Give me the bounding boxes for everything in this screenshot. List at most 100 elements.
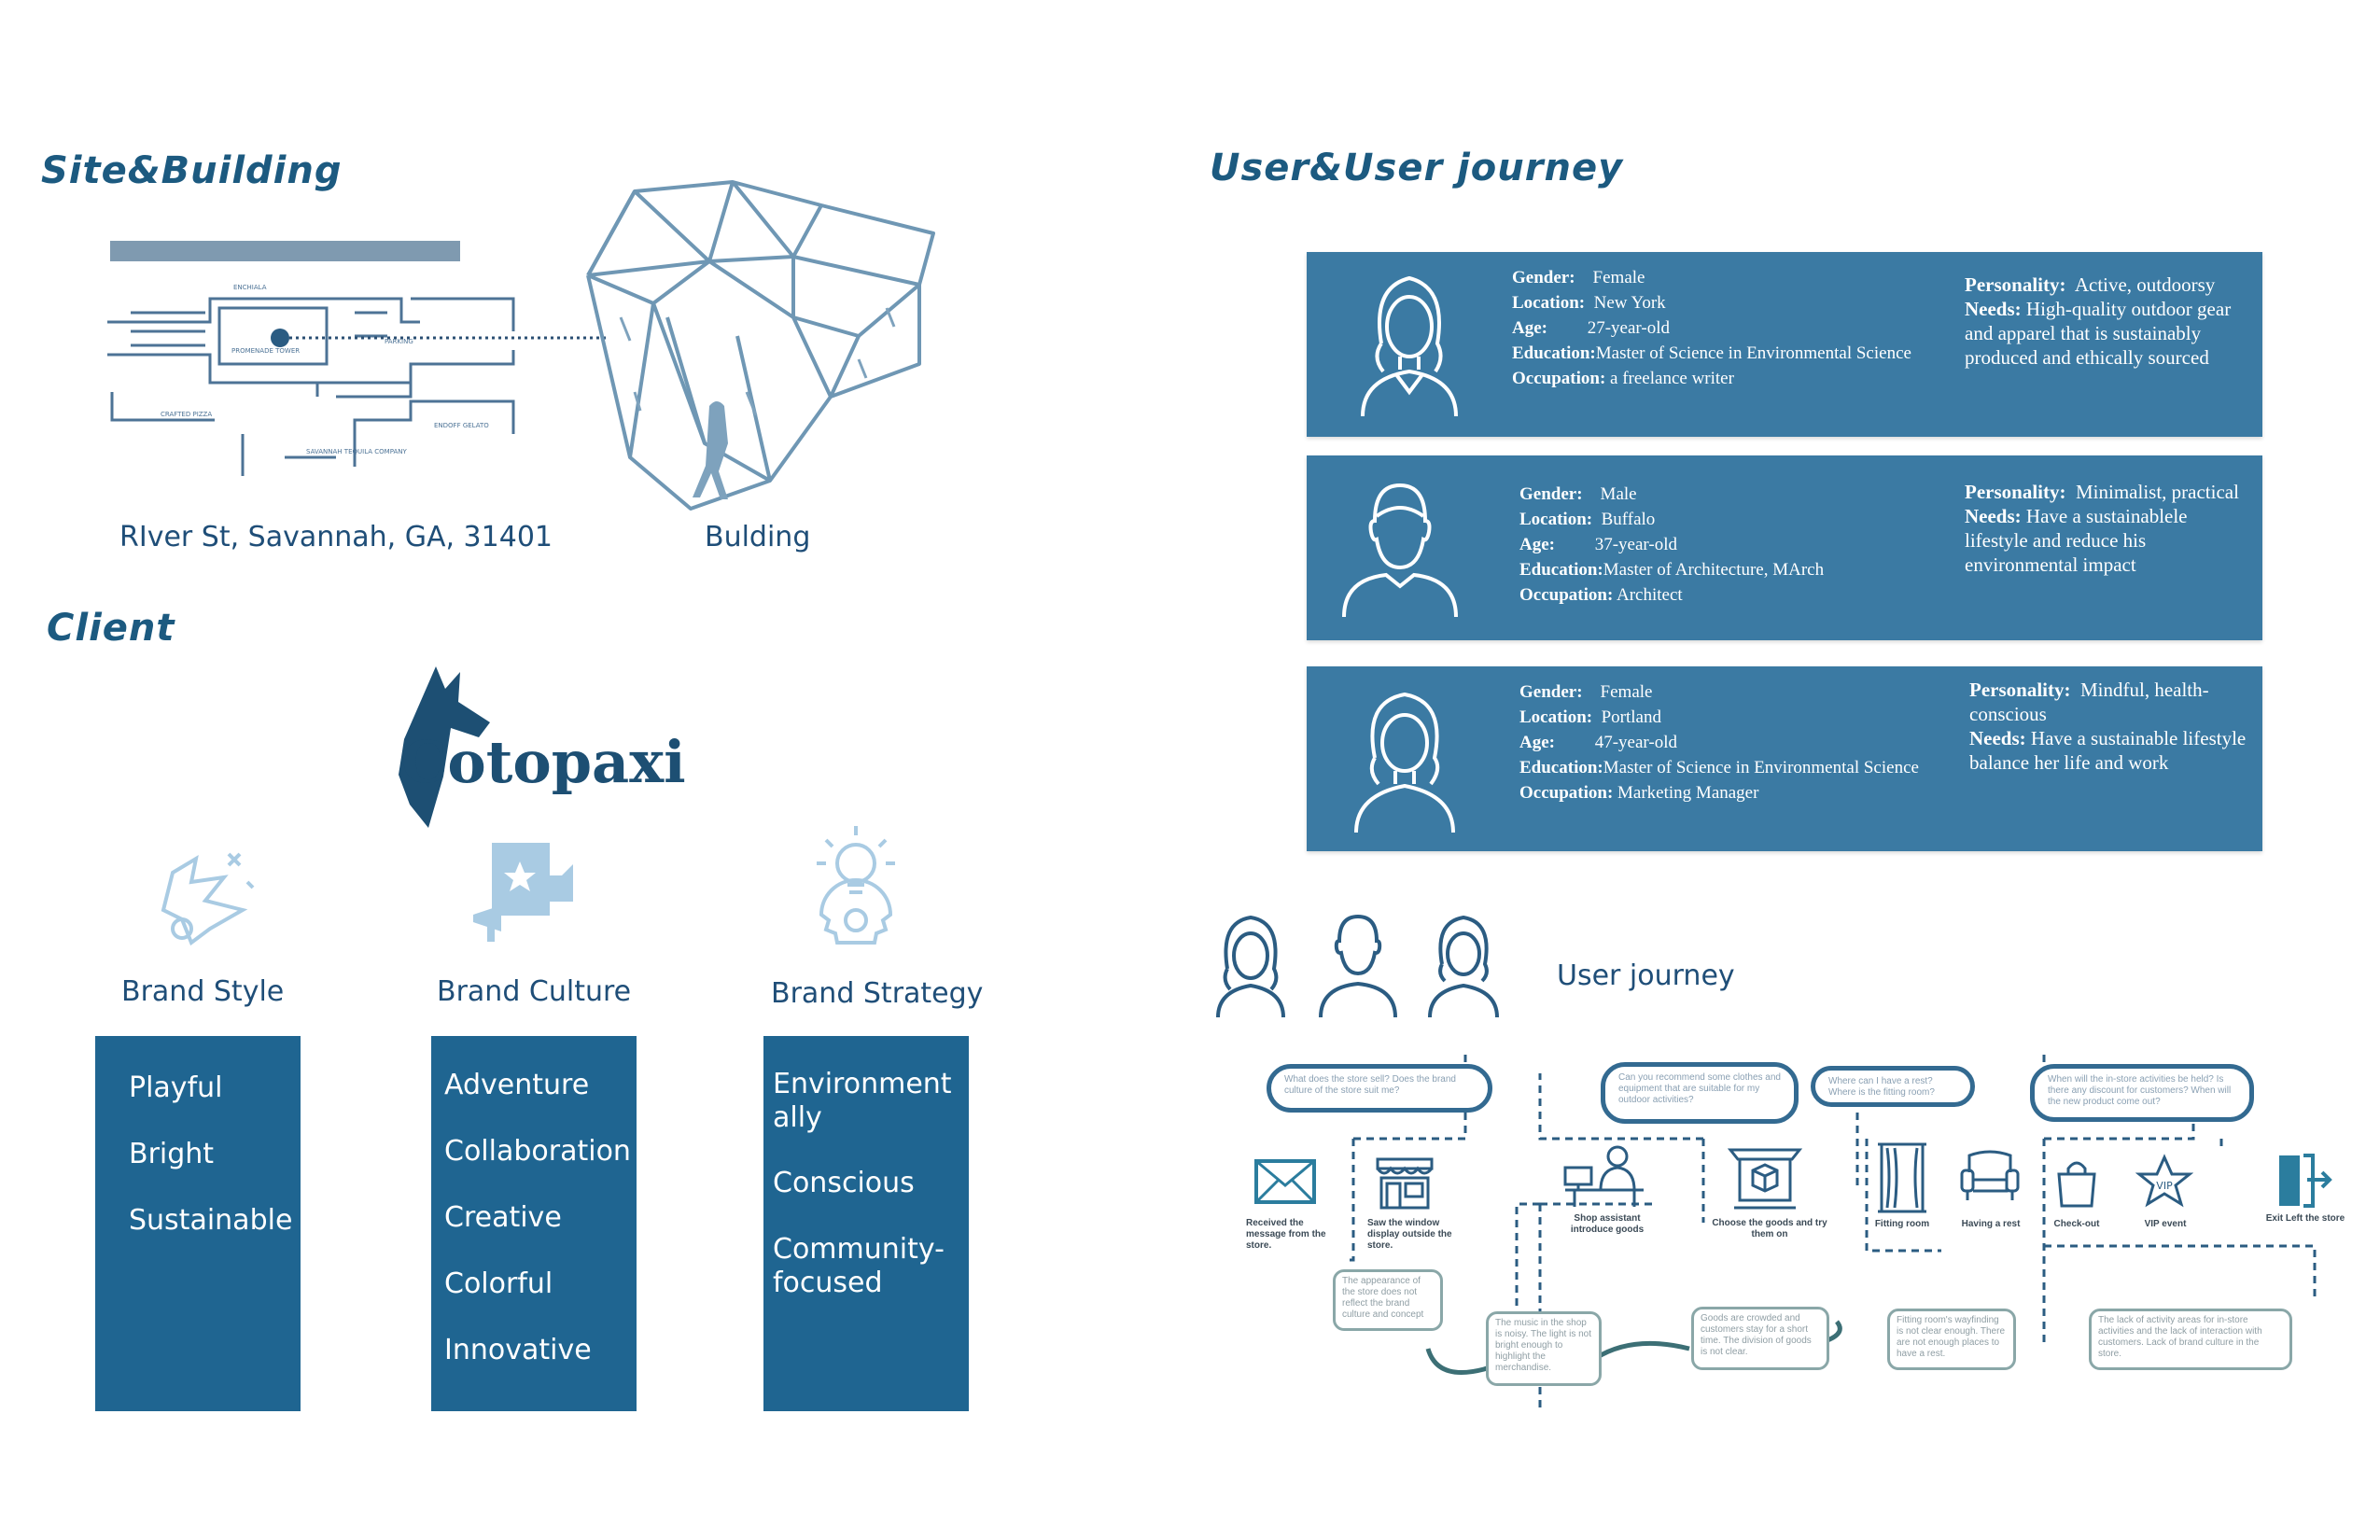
persona-needs: Personality: Mindful, health-conscious N… (1969, 678, 2259, 775)
gender-value: Male (1600, 484, 1637, 504)
map-label: PROMENADE TOWER (231, 347, 300, 355)
gender-value: Female (1600, 682, 1653, 702)
map-label: SAVANNAH TEQUILA COMPANY (306, 448, 407, 455)
llama-logo-icon (399, 666, 490, 828)
armchair-icon (1960, 1150, 2020, 1200)
occupation-label: Occupation: (1519, 783, 1614, 803)
education-label: Education: (1519, 560, 1603, 580)
brand-strategy-label: Brand Strategy (771, 977, 984, 1010)
site-building-title: Site&Building (41, 149, 343, 192)
brand-culture-item: Innovative (444, 1334, 592, 1366)
education-value: Master of Architecture, MArch (1603, 560, 1825, 580)
brand-culture-item: Colorful (444, 1267, 553, 1300)
personality-label: Personality: (1969, 679, 2071, 701)
brand-culture-panel: Adventure Collaboration Creative Colorfu… (431, 1036, 637, 1411)
age-label: Age: (1519, 535, 1555, 554)
brand-style-panel: Playful Bright Sustainable (95, 1036, 301, 1411)
female-avatar-icon (1354, 692, 1455, 833)
female-avatar-icon (1216, 915, 1285, 1018)
step-label: Fitting room (1874, 1219, 1930, 1229)
brand-style-label: Brand Style (121, 975, 285, 1008)
needs-value: Have a sustainablele lifestyle and reduc… (1965, 505, 2188, 576)
brand-strategy-item: Environment ally (773, 1068, 952, 1134)
gender-label: Gender: (1519, 682, 1583, 702)
female-avatar-icon (1428, 915, 1499, 1018)
needs-label: Needs: (1969, 727, 2026, 749)
envelope-icon (1254, 1159, 1316, 1204)
occupation-label: Occupation: (1519, 585, 1614, 605)
user-journey-title: User&User journey (1210, 147, 1624, 189)
client-logo-text: Cotopaxi (401, 728, 686, 796)
age-label: Age: (1512, 318, 1547, 338)
brand-thumbs-icon (473, 843, 573, 942)
map-label: ENDOFF GELATO (434, 422, 489, 429)
personality-value: Minimalist, practical (2075, 481, 2239, 503)
brand-culture-item: Creative (444, 1201, 562, 1234)
persona-details: Gender: Male Location: Buffalo Age: 37-y… (1519, 482, 1958, 608)
location-label: Location: (1519, 510, 1593, 529)
pain-point-note: The music in the shop is noisy. The ligh… (1486, 1311, 1602, 1386)
brand-style-item: Bright (129, 1138, 215, 1170)
brand-strategy-item: Conscious (773, 1167, 915, 1199)
location-value: Portland (1601, 707, 1661, 727)
step-label: Shop assistant introduce goods (1570, 1213, 1645, 1235)
map-label: ENCHIALA (233, 284, 267, 291)
question-bubble: Can you recommend some clothes and equip… (1601, 1062, 1799, 1124)
personality-value: Active, outdoorsy (2074, 273, 2216, 296)
step-label: Exit Left the store (2265, 1213, 2345, 1224)
needs-label: Needs: (1965, 298, 2022, 320)
brand-culture-item: Collaboration (444, 1135, 631, 1168)
fitting-room-icon (1878, 1142, 1926, 1213)
site-address: RIver St, Savannah, GA, 31401 (119, 521, 553, 553)
question-bubble: Where can I have a rest? Where is the fi… (1811, 1066, 1975, 1107)
age-value: 27-year-old (1587, 318, 1670, 338)
client-title: Client (47, 607, 175, 650)
pavilion-sketch-icon (586, 180, 935, 511)
question-bubble: What does the store sell? Does the brand… (1267, 1064, 1492, 1113)
pain-point-note: Fitting room's wayfinding is not clear e… (1887, 1309, 2016, 1370)
personality-label: Personality: (1965, 273, 2066, 296)
question-bubble: When will the in-store activities be hel… (2030, 1064, 2254, 1122)
pain-point-note: The lack of activity areas for in-store … (2089, 1309, 2292, 1370)
persona-details: Gender: Female Location: Portland Age: 4… (1519, 679, 1958, 805)
brand-style-item: Playful (129, 1071, 223, 1104)
education-value: Master of Science in Environmental Scien… (1595, 343, 1911, 363)
map-label: PARKING (385, 338, 413, 345)
location-value: New York (1593, 293, 1666, 313)
brand-style-item: Sustainable (129, 1204, 293, 1237)
education-label: Education: (1519, 758, 1603, 777)
brand-strategy-item: Community-focused (773, 1233, 945, 1299)
step-label: Saw the window display outside the store… (1367, 1218, 1452, 1251)
persona-details: Gender: Female Location: New York Age: 2… (1512, 265, 1951, 391)
male-avatar-icon (1319, 914, 1397, 1018)
pain-point-note: Goods are crowded and customers stay for… (1691, 1307, 1829, 1370)
persona-card: Gender: Female Location: Portland Age: 4… (1307, 666, 2262, 851)
step-label: Choose the goods and try them on (1712, 1218, 1827, 1239)
occupation-value: Marketing Manager (1617, 783, 1759, 803)
needs-value: High-quality outdoor gear and apparel th… (1965, 298, 2232, 369)
vip-text: VIP (2156, 1180, 2173, 1192)
brand-strategy-panel: Environment ally Conscious Community-foc… (763, 1036, 969, 1411)
step-label: VIP event (2144, 1219, 2187, 1229)
step-label: Check-out (2053, 1219, 2100, 1229)
brand-culture-item: Adventure (444, 1069, 590, 1101)
occupation-value: a freelance writer (1610, 369, 1734, 388)
shop-assistant-icon (1563, 1145, 1644, 1207)
education-value: Master of Science in Environmental Scien… (1603, 758, 1919, 777)
journey-caption: User journey (1557, 959, 1735, 992)
personality-value: Mindful, health-conscious (1969, 679, 2209, 725)
gender-label: Gender: (1512, 268, 1575, 287)
vip-star-icon: VIP (2135, 1154, 2193, 1208)
gender-value: Female (1592, 268, 1645, 287)
needs-value: Have a sustainable lifestyle balance her… (1969, 727, 2247, 774)
location-label: Location: (1512, 293, 1586, 313)
age-label: Age: (1519, 733, 1555, 752)
persona-needs: Personality: Minimalist, practical Needs… (1965, 480, 2254, 577)
brand-culture-label: Brand Culture (437, 975, 632, 1008)
map-label: CRAFTED PIZZA (161, 411, 212, 418)
site-map: ENCHIALA PARKING CRAFTED PIZZA SAVANNAH … (107, 241, 607, 476)
gender-label: Gender: (1519, 484, 1583, 504)
fitting-box-icon (1727, 1148, 1803, 1210)
education-label: Education: (1512, 343, 1596, 363)
building-caption: Bulding (705, 521, 811, 553)
